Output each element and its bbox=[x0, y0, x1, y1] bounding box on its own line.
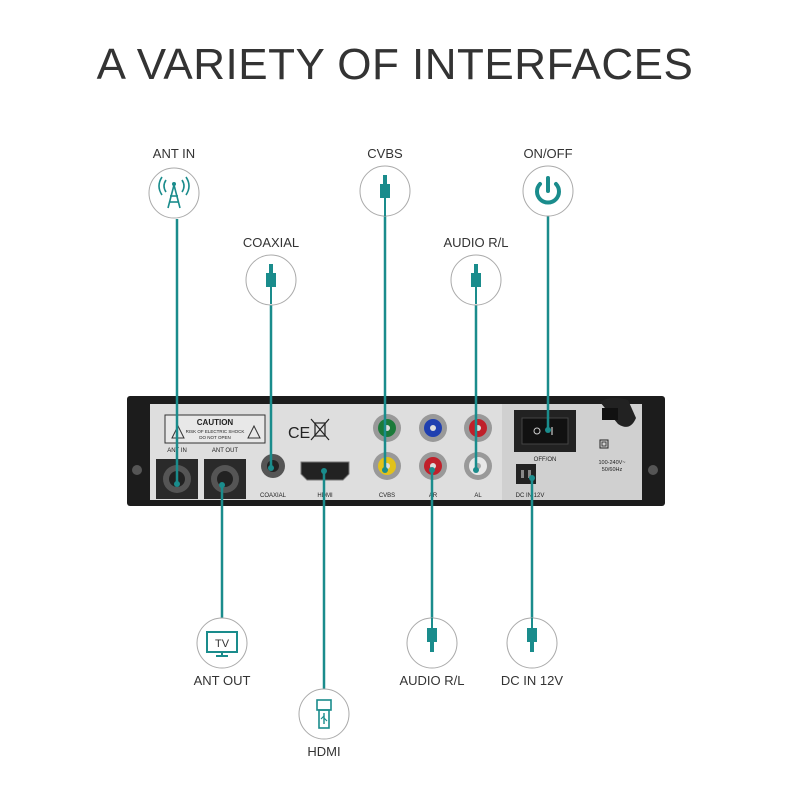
leader-endpoints bbox=[174, 427, 551, 488]
rca-red-top-port bbox=[464, 414, 492, 442]
screw-icon bbox=[648, 465, 658, 475]
power-cord bbox=[600, 397, 636, 427]
caution-line-1: RISK OF ELECTRIC SHOCK bbox=[186, 429, 245, 434]
ant-out-port-label: ANT OUT bbox=[212, 448, 239, 454]
rca-plug-icon bbox=[359, 165, 411, 217]
label-audio-rl-top: AUDIO R/L bbox=[443, 235, 509, 250]
double-insulation-icon bbox=[599, 439, 609, 449]
power-switch bbox=[514, 410, 576, 452]
caution-sticker: CAUTION RISK OF ELECTRIC SHOCK DO NOT OP… bbox=[164, 414, 266, 444]
frequency-label: 50/60Hz bbox=[602, 467, 623, 473]
ar-port-label: AR bbox=[429, 493, 438, 499]
rca-blue-port bbox=[419, 414, 447, 442]
caution-line-2: DO NOT OPEN bbox=[199, 435, 230, 440]
voltage-label: 100-240V~ bbox=[598, 460, 625, 466]
warning-icon bbox=[247, 424, 261, 439]
leader-lines bbox=[175, 216, 550, 689]
rca-white-port bbox=[464, 452, 492, 480]
ant-out-port bbox=[204, 459, 246, 499]
dc-plug-icon bbox=[506, 617, 558, 669]
label-on-off: ON/OFF bbox=[523, 146, 573, 161]
label-ant-out: ANT OUT bbox=[193, 673, 251, 688]
dc-in-port-label: DC IN 12V bbox=[516, 493, 545, 499]
audio-plug-icon-top bbox=[450, 254, 502, 306]
label-hdmi: HDMI bbox=[307, 744, 341, 759]
screw-icon bbox=[132, 465, 142, 475]
page-title: A VARIETY OF INTERFACES bbox=[96, 40, 694, 89]
power-icon bbox=[522, 165, 574, 217]
label-audio-rl-bottom: AUDIO R/L bbox=[399, 673, 465, 688]
label-dc-in: DC IN 12V bbox=[500, 673, 564, 688]
rca-yellow-port bbox=[373, 452, 401, 480]
rca-green-port bbox=[373, 414, 401, 442]
rca-red-bottom-port bbox=[419, 452, 447, 480]
caution-text: CAUTION bbox=[197, 418, 234, 427]
weee-bin-icon bbox=[310, 418, 330, 441]
label-coaxial: COAXIAL bbox=[242, 235, 300, 250]
coaxial-port-label: COAXIAL bbox=[260, 493, 287, 499]
label-ant-in: ANT IN bbox=[152, 146, 196, 161]
ce-mark: CE bbox=[288, 425, 310, 442]
off-on-label: OFF/ON bbox=[534, 457, 557, 463]
tv-icon: TV bbox=[196, 617, 248, 669]
tv-icon-text: TV bbox=[215, 638, 230, 650]
audio-plug-icon-bottom bbox=[406, 617, 458, 669]
al-port-label: AL bbox=[474, 493, 482, 499]
cvbs-port-label: CVBS bbox=[379, 493, 395, 499]
hdmi-plug-icon bbox=[298, 688, 350, 740]
label-cvbs: CVBS bbox=[367, 146, 403, 161]
coaxial-plug-icon bbox=[245, 254, 297, 306]
antenna-icon bbox=[148, 167, 200, 219]
